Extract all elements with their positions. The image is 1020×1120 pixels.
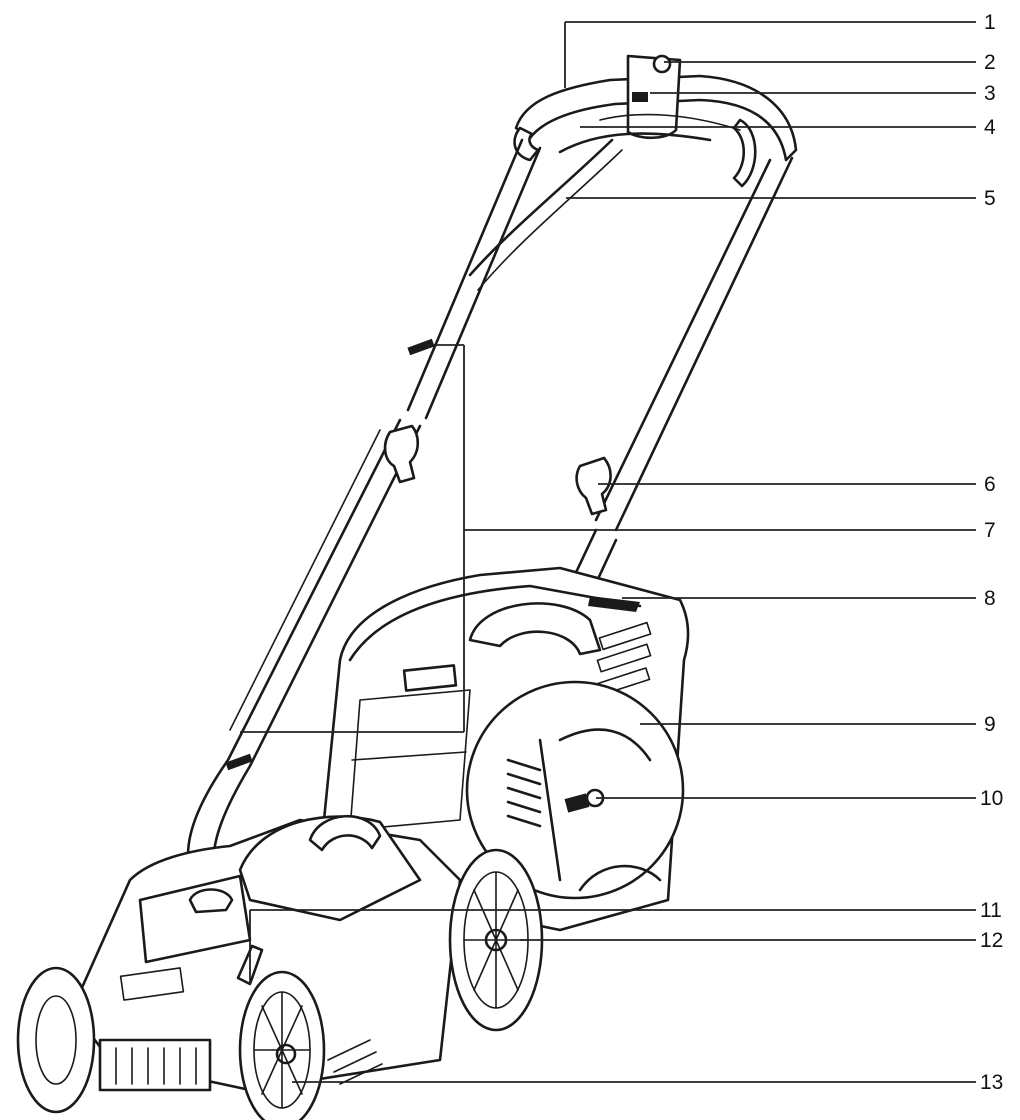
leader-lines — [240, 21, 976, 1083]
callout-8: 8 — [984, 587, 996, 610]
grass-box-handle-bar — [588, 596, 640, 612]
front-left-wheel — [16, 966, 96, 1114]
grass-box-vent-1 — [598, 621, 652, 651]
wheels — [16, 848, 544, 1120]
switch-box — [626, 54, 682, 140]
switch-cable-inner — [477, 149, 623, 291]
fill-indicator — [402, 664, 458, 692]
callout-2: 2 — [984, 51, 996, 74]
deck-label — [119, 967, 185, 1001]
callout-3: 3 — [984, 82, 996, 105]
left-upper-tube — [406, 138, 524, 412]
callout-12: 12 — [980, 929, 1003, 952]
callout-4: 4 — [984, 116, 996, 139]
bail-lever-arm — [599, 113, 741, 131]
grass-box-handle — [468, 602, 602, 656]
callout-10: 10 — [980, 787, 1003, 810]
right-clamp-knob — [575, 456, 612, 516]
side-vents — [327, 1039, 383, 1085]
callout-6: 6 — [984, 473, 996, 496]
callout-numbers: 1 2 3 4 5 6 7 8 9 10 11 12 13 — [980, 11, 1003, 1094]
grass-box-window-divider — [351, 751, 467, 761]
detail-magnifier — [465, 680, 685, 900]
height-lever — [564, 793, 590, 813]
detail-wheel-arc — [578, 864, 662, 892]
rear-wheel-spokes — [463, 871, 529, 1009]
front-grill-slots — [115, 1047, 197, 1085]
handle-right-hook — [732, 118, 757, 188]
detail-circle — [465, 680, 685, 900]
callout-1: 1 — [984, 11, 996, 34]
safety-button — [652, 54, 672, 74]
left-upper-tube-edge — [424, 146, 542, 420]
switch-cable — [468, 138, 614, 277]
callout-9: 9 — [984, 713, 996, 736]
power-button — [188, 888, 234, 914]
callout-5: 5 — [984, 187, 996, 210]
battery-handle — [308, 814, 382, 852]
mower-deck — [70, 814, 462, 1092]
callout-11: 11 — [980, 899, 1002, 922]
handle-bar — [514, 74, 798, 162]
grass-box-vent-2 — [596, 643, 652, 673]
left-lower-tube-guide — [229, 429, 381, 731]
grass-box-lid-rim — [348, 584, 642, 662]
callout-13: 13 — [980, 1071, 1003, 1094]
height-adjust-lever — [236, 944, 264, 986]
cable-clip-upper — [407, 338, 435, 356]
right-upper-tube-edge — [614, 156, 794, 532]
cable-clip-lower — [225, 753, 253, 771]
front-wheel-spokes — [253, 991, 311, 1109]
front-left-wheel-hub — [35, 995, 77, 1085]
left-clamp-knob — [383, 424, 420, 484]
detail-spring — [506, 758, 542, 828]
front-grill — [98, 1038, 212, 1092]
switch-indicator — [632, 92, 648, 102]
callout-7: 7 — [984, 519, 996, 542]
right-upper-tube — [594, 158, 772, 522]
grass-box-window — [349, 689, 471, 831]
bail-lever — [558, 132, 712, 154]
detail-hinge — [538, 728, 652, 882]
